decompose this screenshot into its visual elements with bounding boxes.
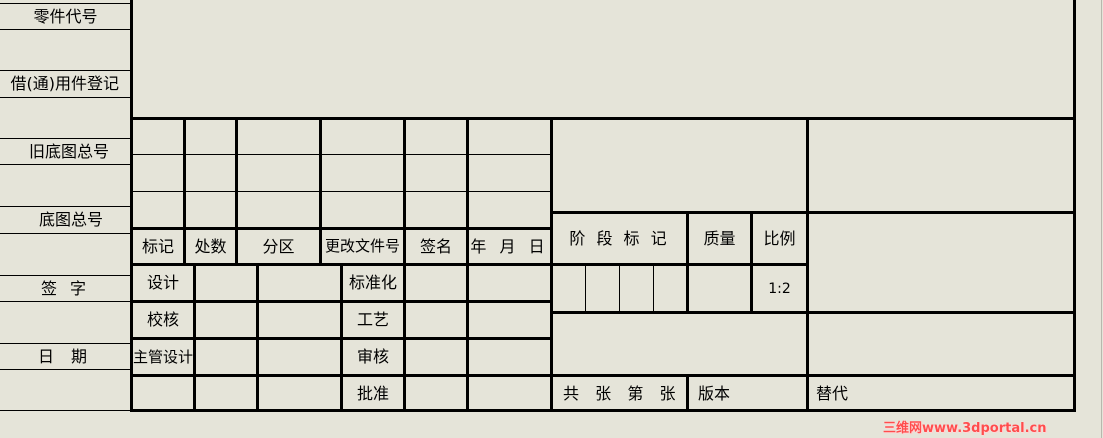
divider <box>0 369 131 370</box>
part-code-label: 零件代号 <box>33 6 98 26</box>
date-text: 日 期 <box>37 346 94 366</box>
divider <box>193 264 196 411</box>
header-change-doc-no: 更改文件号 <box>324 237 400 255</box>
design-label: 设计 <box>146 273 179 292</box>
header-count: 处数 <box>194 236 227 256</box>
divider <box>0 301 131 302</box>
frame-right-border <box>1073 0 1076 412</box>
divider <box>551 374 1075 377</box>
divider <box>0 343 131 344</box>
process-label: 工艺 <box>356 310 389 329</box>
divider <box>0 275 131 276</box>
divider <box>131 227 552 230</box>
borrowed-register-label: 借(通)用件登记 <box>10 74 120 93</box>
divider <box>0 206 131 207</box>
title-block-bottom-border <box>130 409 1076 412</box>
watermark: 三维网www.3dportal.cn <box>883 421 1047 436</box>
review-label: 审核 <box>356 347 389 366</box>
divider <box>131 154 551 155</box>
divider <box>319 118 322 265</box>
date-label: 日 期 <box>0 344 131 369</box>
divider <box>0 410 131 411</box>
divider <box>403 264 406 411</box>
replaces-label: 替代 <box>816 383 849 403</box>
title-block-top-border <box>130 117 1076 120</box>
chief-design-label: 主管设计 <box>133 347 194 366</box>
divider <box>0 97 131 98</box>
divider <box>0 70 131 71</box>
divider <box>183 118 186 265</box>
scale-label: 比例 <box>763 228 796 248</box>
divider <box>0 164 131 165</box>
divider <box>0 3 131 4</box>
divider <box>0 233 131 234</box>
frame-left-border <box>130 0 133 412</box>
divider <box>466 118 469 265</box>
divider <box>403 118 406 265</box>
divider <box>340 264 343 411</box>
divider <box>686 212 689 313</box>
divider <box>235 118 238 265</box>
sheets-label: 共 张 第 张 <box>563 377 686 410</box>
divider <box>585 265 586 312</box>
header-date-text: 年 月 日 <box>470 236 549 256</box>
header-mark: 标记 <box>141 236 174 256</box>
stage-mark-label: 阶 段 标 记 <box>553 214 686 263</box>
base-number-label: 底图总号 <box>38 210 103 229</box>
divider <box>686 375 689 411</box>
old-base-number-label: 旧底图总号 <box>28 141 109 161</box>
scale-value: 1:2 <box>768 280 791 297</box>
header-date: 年 月 日 <box>469 230 550 263</box>
mass-label: 质量 <box>703 228 736 248</box>
divider <box>0 138 131 139</box>
standardization-label: 标准化 <box>348 273 397 292</box>
page-edge <box>1101 0 1102 438</box>
check-label: 校核 <box>146 310 179 329</box>
divider <box>619 265 620 312</box>
divider <box>551 263 808 266</box>
header-signature: 签名 <box>419 236 452 256</box>
divider <box>653 265 654 312</box>
divider <box>551 311 1075 314</box>
approve-label: 批准 <box>356 383 389 403</box>
signature-label: 签 字 <box>0 276 131 301</box>
divider <box>256 264 259 411</box>
stage-mark-text: 阶 段 标 记 <box>569 228 670 248</box>
divider <box>0 29 131 30</box>
signature-text: 签 字 <box>40 278 91 298</box>
header-zone: 分区 <box>262 236 295 256</box>
sheets-text: 共 张 第 张 <box>563 383 678 403</box>
divider <box>551 211 1075 214</box>
divider <box>750 212 753 313</box>
divider <box>131 191 551 192</box>
version-label: 版本 <box>698 383 731 403</box>
divider <box>466 264 469 411</box>
